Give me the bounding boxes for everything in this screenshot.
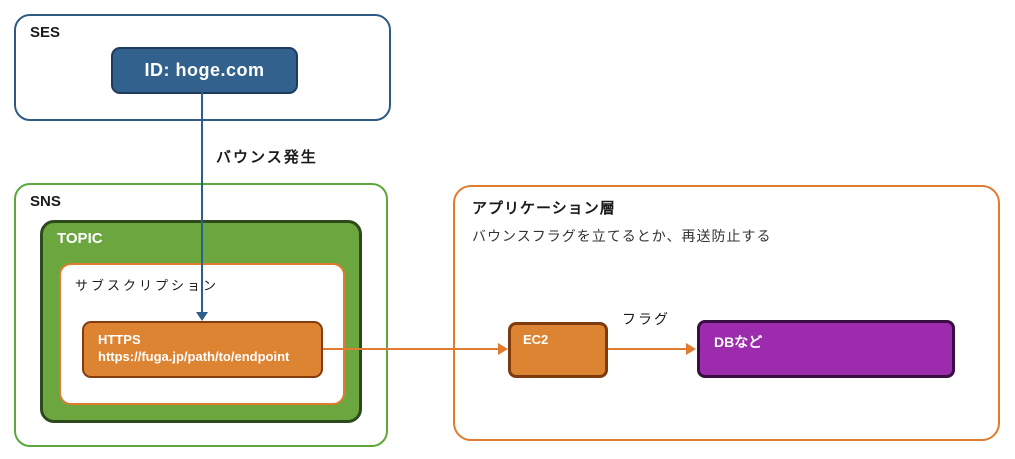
sns-subscription-label: サブスクリプション [75, 278, 220, 293]
ses-identity-label: ID: hoge.com [144, 60, 265, 80]
sns-topic-label: TOPIC [57, 230, 103, 247]
https-endpoint-node: HTTPS https://fuga.jp/path/to/endpoint [82, 321, 323, 378]
endpoint-to-ec2-arrow-head-icon [498, 343, 508, 355]
sns-subscription-box: サブスクリプション HTTPS https://fuga.jp/path/to/… [59, 263, 345, 405]
application-layer-box: アプリケーション層 バウンスフラグを立てるとか、再送防止する EC2 DBなど [453, 185, 1000, 441]
ec2-to-db-arrow-line [608, 348, 687, 350]
ec2-node: EC2 [508, 322, 608, 378]
bounce-arrow-head-icon [196, 312, 208, 321]
db-node: DBなど [697, 320, 955, 378]
ec2-to-db-arrow-head-icon [686, 343, 696, 355]
bounce-arrow-line [201, 92, 203, 313]
ec2-label: EC2 [523, 332, 549, 347]
flag-arrow-label: フラグ [622, 311, 670, 327]
application-layer-title: アプリケーション層 [472, 200, 616, 217]
sns-label: SNS [30, 193, 61, 210]
endpoint-to-ec2-arrow-line [323, 348, 500, 350]
db-label: DBなど [714, 334, 763, 350]
https-endpoint-protocol: HTTPS [98, 332, 141, 347]
sns-topic-box: TOPIC サブスクリプション HTTPS https://fuga.jp/pa… [40, 220, 362, 423]
application-layer-description: バウンスフラグを立てるとか、再送防止する [472, 228, 772, 244]
ses-label: SES [30, 24, 61, 41]
bounce-arrow-label: バウンス発生 [216, 149, 318, 166]
ses-identity-node: ID: hoge.com [111, 47, 298, 94]
https-endpoint-url: https://fuga.jp/path/to/endpoint [98, 349, 290, 364]
